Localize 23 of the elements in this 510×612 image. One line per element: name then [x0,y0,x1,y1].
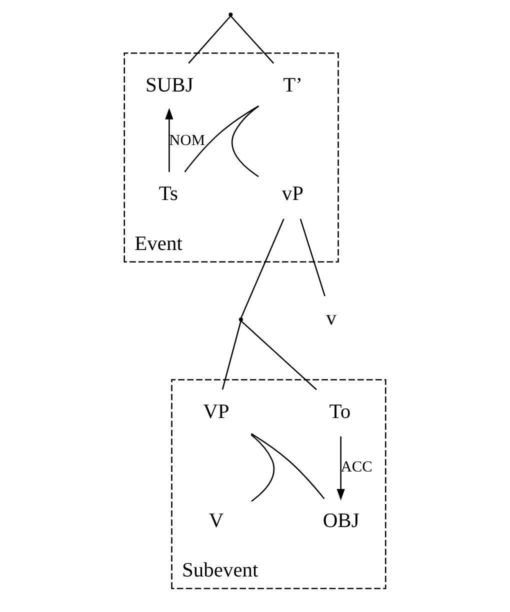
node-text: V [208,510,224,532]
connector [300,218,326,296]
connector [222,320,242,390]
node-text: vP [282,183,304,206]
arrow [165,108,174,172]
node-text: Ts [158,183,178,206]
connector [230,16,274,64]
connector [184,105,260,172]
node-point [238,318,243,322]
arrow [336,436,345,501]
connector [240,320,317,390]
connector [250,434,274,502]
node-text: VP [203,400,230,423]
connector [250,433,325,500]
node-text: To [329,400,351,423]
node-text: v [326,307,336,330]
node-text: OBJ [322,510,360,532]
connector [240,218,284,318]
connector [188,16,231,64]
node-text: SUBJ [146,74,194,96]
connector [232,106,259,178]
node-point [228,12,233,17]
node-text: T’ [283,74,303,96]
